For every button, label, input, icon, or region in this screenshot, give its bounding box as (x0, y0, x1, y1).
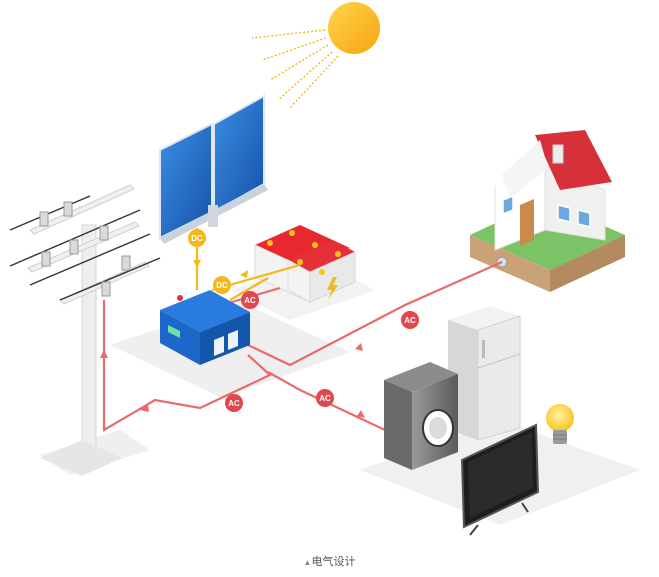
ac-badge-house: AC (401, 311, 419, 329)
light-bulb-icon (546, 404, 574, 444)
tv-icon (460, 423, 540, 536)
caption-icon: ▲ (303, 558, 312, 567)
ac-label: AC (244, 296, 256, 305)
solar-panel-icon (159, 94, 268, 244)
refrigerator-icon (448, 306, 521, 441)
house-icon (470, 130, 625, 292)
ac-badge-inverter: AC (241, 291, 259, 309)
dc-badge-battery: DC (213, 276, 231, 294)
dc-label: DC (216, 281, 228, 290)
sun-icon (251, 2, 380, 109)
image-caption: ▲电气设计 (0, 553, 659, 569)
ac-label: AC (319, 394, 331, 403)
caption-text: 电气设计 (311, 556, 356, 568)
battery-icon (254, 225, 356, 303)
ground-platforms (40, 262, 640, 525)
dc-label: DC (191, 234, 203, 243)
ac-badge-appliances: AC (316, 389, 334, 407)
ac-label: AC (404, 316, 416, 325)
inverter-icon (160, 290, 250, 365)
washing-machine-icon (384, 362, 458, 470)
ac-label: AC (228, 399, 240, 408)
power-pole-icon (9, 184, 161, 476)
ac-badge-grid: AC (225, 394, 243, 412)
lightning-icon (327, 277, 338, 300)
dc-badge-panel: DC (188, 229, 206, 247)
